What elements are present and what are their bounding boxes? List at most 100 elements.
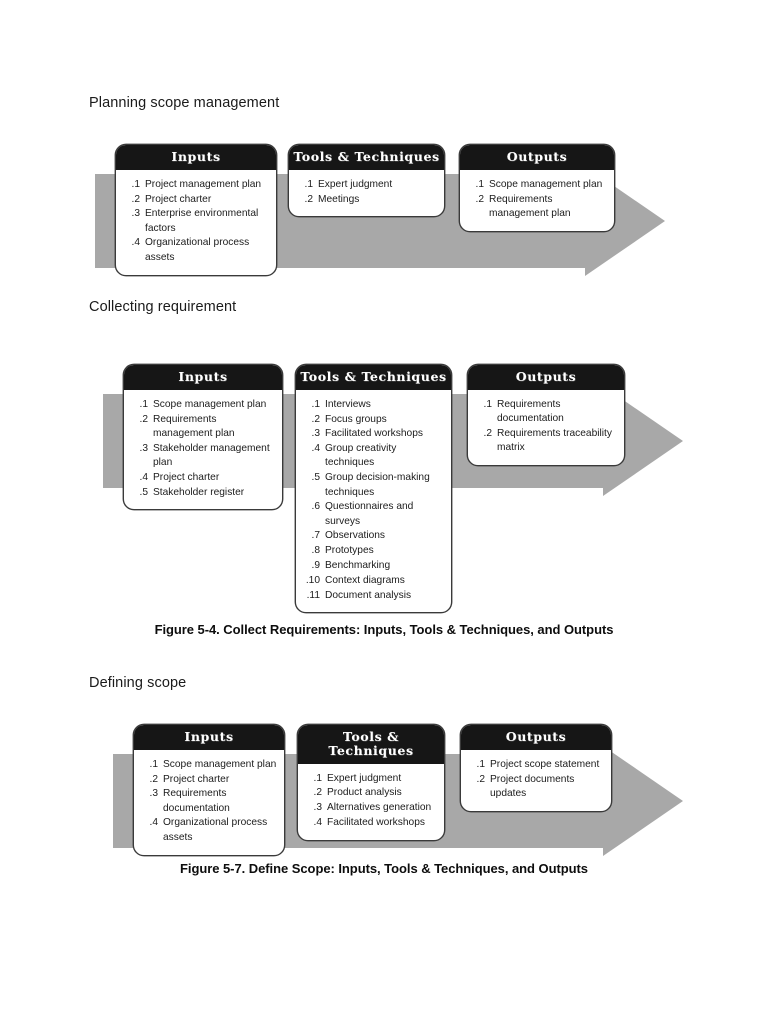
item-text: Group decision-making techniques xyxy=(325,472,430,498)
item-number: .8 xyxy=(311,545,321,557)
list-item: .3 Facilitated workshops xyxy=(303,427,445,441)
list-item: .5 Stakeholder register xyxy=(131,486,276,500)
itto-box-tools-techniques: Tools & Techniques .1 Expert judgment .2… xyxy=(297,724,445,841)
list-item: .2 Product analysis xyxy=(305,786,438,800)
list-item: .1 Project management plan xyxy=(123,178,270,192)
item-text: Group creativity techniques xyxy=(325,443,397,469)
item-text: Context diagrams xyxy=(325,574,405,586)
item-text: Scope management plan xyxy=(163,758,277,770)
item-text: Enterprise environmental factors xyxy=(145,208,259,234)
list-item: .1 Expert judgment xyxy=(296,178,438,192)
item-text: Stakeholder register xyxy=(153,486,245,498)
item-text: Prototypes xyxy=(325,545,374,557)
itto-body-inputs: .1 Scope management plan .2 Project char… xyxy=(134,750,284,855)
item-text: Questionnaires and surveys xyxy=(325,501,414,527)
itto-body-tools-techniques: .1 Expert judgment .2 Product analysis .… xyxy=(298,764,444,840)
item-text: Organizational process assets xyxy=(163,817,268,843)
itto-box-tools-techniques: Tools & Techniques .1 Expert judgment .2… xyxy=(288,144,445,218)
list-item: .2 Requirements management plan xyxy=(131,413,276,442)
item-number: .2 xyxy=(139,413,149,425)
item-number: .11 xyxy=(306,589,320,601)
item-text: Project charter xyxy=(163,773,230,785)
list-item: .4 Group creativity techniques xyxy=(303,442,445,471)
list-item: .1 Scope management plan xyxy=(131,398,276,412)
item-text: Requirements management plan xyxy=(489,193,571,219)
itto-header-outputs: Outputs xyxy=(460,145,614,170)
item-number: .2 xyxy=(313,787,323,799)
item-number: .6 xyxy=(311,501,321,513)
item-text: Project management plan xyxy=(145,178,262,190)
item-number: .5 xyxy=(139,486,149,498)
item-text: Project charter xyxy=(145,193,212,205)
list-item: .2 Requirements management plan xyxy=(467,193,608,222)
item-text: Expert judgment xyxy=(327,772,402,784)
itto-body-outputs: .1 Scope management plan .2 Requirements… xyxy=(460,170,614,231)
item-number: .4 xyxy=(311,443,321,455)
itto-list-inputs: .1 Scope management plan .2 Requirements… xyxy=(131,398,276,500)
itto-body-inputs: .1 Project management plan .2 Project ch… xyxy=(116,170,276,275)
list-item: .1 Scope management plan xyxy=(141,758,278,772)
itto-list-tools-techniques: .1 Expert judgment .2 Product analysis .… xyxy=(305,772,438,831)
item-text: Focus groups xyxy=(325,413,387,425)
list-item: .2 Focus groups xyxy=(303,413,445,427)
itto-list-outputs: .1 Scope management plan .2 Requirements… xyxy=(467,178,608,221)
itto-list-inputs: .1 Project management plan .2 Project ch… xyxy=(123,178,270,265)
itto-header-tools-techniques: Tools & Techniques xyxy=(289,145,444,170)
item-number: .2 xyxy=(149,773,159,785)
item-text: Facilitated workshops xyxy=(327,816,425,828)
list-item: .1 Project scope statement xyxy=(468,758,605,772)
itto-box-tools-techniques: Tools & Techniques .1 Interviews .2 Focu… xyxy=(295,364,452,614)
itto-header-inputs: Inputs xyxy=(116,145,276,170)
item-number: .1 xyxy=(476,758,486,770)
item-number: .3 xyxy=(311,428,321,440)
itto-box-inputs: Inputs .1 Scope management plan .2 Proje… xyxy=(133,724,285,856)
item-number: .3 xyxy=(313,802,323,814)
item-text: Expert judgment xyxy=(318,178,393,190)
item-text: Product analysis xyxy=(327,787,402,799)
section-heading-planning-scope-management: Planning scope management xyxy=(89,95,280,111)
list-item: .1 Requirements documentation xyxy=(475,398,618,427)
itto-body-outputs: .1 Requirements documentation .2 Require… xyxy=(468,390,624,465)
item-text: Document analysis xyxy=(325,589,412,601)
item-number: .1 xyxy=(483,398,493,410)
item-text: Project scope statement xyxy=(490,758,600,770)
itto-box-outputs: Outputs .1 Requirements documentation .2… xyxy=(467,364,625,466)
item-number: .2 xyxy=(483,427,493,439)
list-item: .10 Context diagrams xyxy=(303,574,445,588)
item-text: Meetings xyxy=(318,193,360,205)
itto-body-tools-techniques: .1 Expert judgment .2 Meetings xyxy=(289,170,444,217)
item-number: .4 xyxy=(139,471,149,483)
item-text: Organizational process assets xyxy=(145,237,250,263)
itto-box-outputs: Outputs .1 Scope management plan .2 Requ… xyxy=(459,144,615,232)
list-item: .1 Scope management plan xyxy=(467,178,608,192)
list-item: .5 Group decision-making techniques xyxy=(303,471,445,500)
itto-body-tools-techniques: .1 Interviews .2 Focus groups .3 Facilit… xyxy=(296,390,451,613)
item-text: Requirements traceability matrix xyxy=(497,427,612,454)
item-number: .3 xyxy=(131,208,141,220)
itto-list-outputs: .1 Requirements documentation .2 Require… xyxy=(475,398,618,456)
itto-body-inputs: .1 Scope management plan .2 Requirements… xyxy=(124,390,282,510)
list-item: .11 Document analysis xyxy=(303,589,445,603)
list-item: .4 Organizational process assets xyxy=(123,236,270,265)
itto-box-inputs: Inputs .1 Project management plan .2 Pro… xyxy=(115,144,277,276)
list-item: .3 Stakeholder management plan xyxy=(131,442,276,471)
item-number: .2 xyxy=(304,193,314,205)
item-number: .10 xyxy=(305,574,320,586)
item-text: Benchmarking xyxy=(325,560,391,572)
itto-box-outputs: Outputs .1 Project scope statement .2 Pr… xyxy=(460,724,612,812)
item-number: .1 xyxy=(139,398,149,410)
itto-header-inputs: Inputs xyxy=(134,725,284,750)
item-number: .1 xyxy=(304,178,314,190)
item-text: Requirements documentation xyxy=(497,398,564,425)
list-item: .4 Organizational process assets xyxy=(141,816,278,845)
list-item: .3 Requirements documentation xyxy=(141,787,278,816)
item-number: .4 xyxy=(131,237,141,249)
item-number: .1 xyxy=(313,772,323,784)
item-number: .1 xyxy=(475,178,485,190)
item-number: .3 xyxy=(149,788,159,800)
item-text: Interviews xyxy=(325,398,371,410)
itto-list-outputs: .1 Project scope statement .2 Project do… xyxy=(468,758,605,801)
item-text: Stakeholder management plan xyxy=(153,442,270,468)
itto-list-tools-techniques: .1 Interviews .2 Focus groups .3 Facilit… xyxy=(303,398,445,603)
item-number: .4 xyxy=(313,816,323,828)
